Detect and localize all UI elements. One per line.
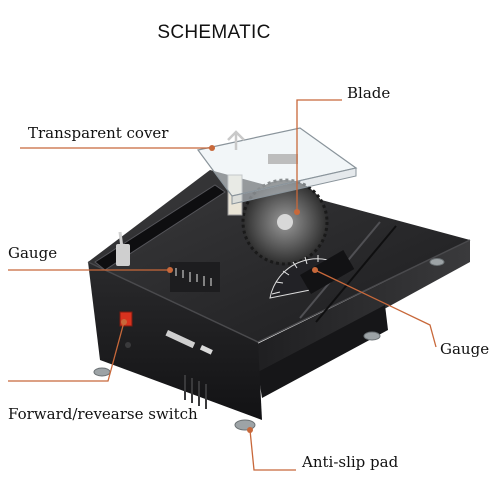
callout-dots	[121, 145, 318, 433]
switch-label: Forward/revearse switch	[8, 405, 198, 423]
callout-lines	[8, 99, 437, 471]
anti-slip-pads	[93, 258, 445, 431]
saw-blade	[241, 178, 329, 266]
gauge-left-label: Gauge	[8, 244, 58, 262]
right-gauge	[269, 250, 355, 299]
diagram-title: SCHEMATIC	[157, 22, 271, 43]
left-gauge	[94, 184, 226, 292]
blade-label: Blade	[347, 84, 391, 102]
anti-slip-pad-label: Anti-slip pad	[302, 453, 399, 471]
transparent-cover-label: Transparent cover	[28, 124, 169, 142]
transparent-cover	[196, 127, 358, 216]
gauge-right-label: Gauge	[440, 340, 490, 358]
